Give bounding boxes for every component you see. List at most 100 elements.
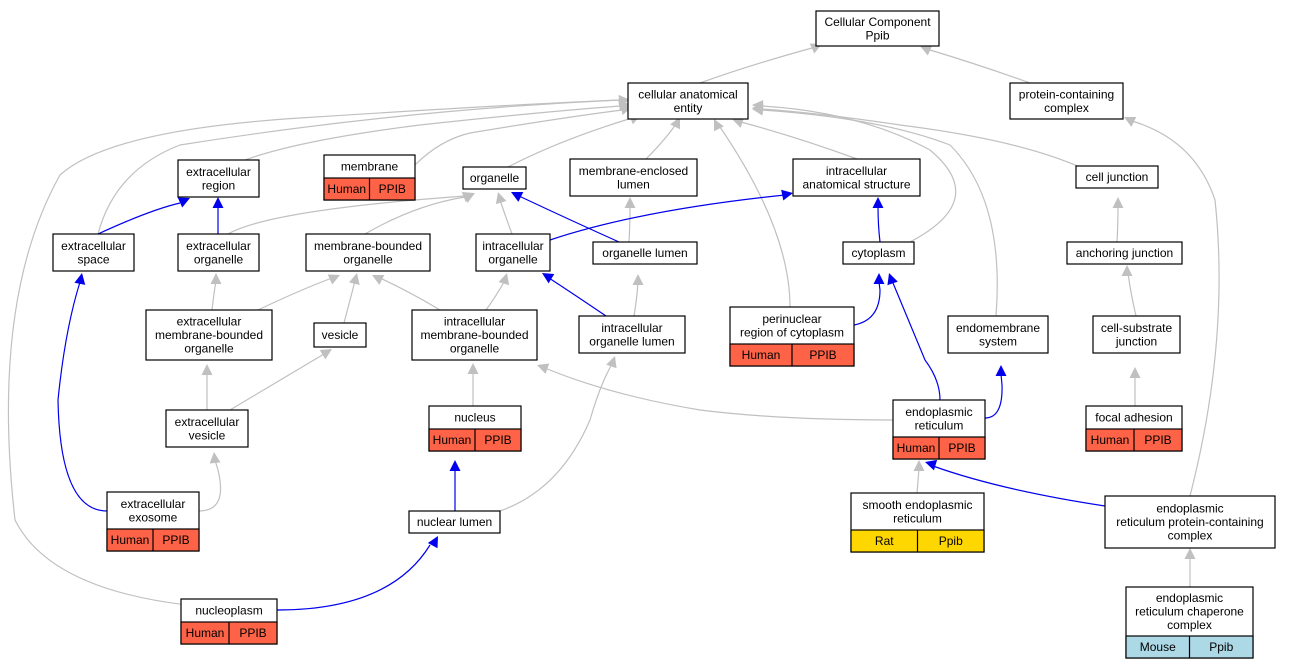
node-box bbox=[569, 158, 698, 197]
node-label: space bbox=[77, 252, 109, 266]
is-a-arrowhead bbox=[920, 45, 933, 56]
node-box bbox=[52, 233, 135, 272]
part-of-edge bbox=[984, 373, 1003, 419]
part-of-arrowhead bbox=[887, 273, 898, 286]
node-box bbox=[313, 322, 367, 348]
node-label: anchoring junction bbox=[1076, 246, 1173, 260]
node-label: perinuclear bbox=[762, 312, 821, 326]
node-box bbox=[411, 309, 538, 361]
is-a-arrowhead bbox=[1129, 367, 1141, 378]
is-a-edge bbox=[628, 204, 631, 243]
node-cj[interactable]: cell junction bbox=[1075, 165, 1159, 189]
node-box bbox=[792, 158, 921, 197]
part-of-edge bbox=[932, 465, 1106, 507]
node-label: extracellular bbox=[186, 239, 251, 253]
node-label: complex bbox=[1168, 529, 1213, 543]
edges-layer bbox=[7, 43, 1220, 611]
species-label: Human bbox=[742, 348, 781, 362]
node-label: membrane-bounded bbox=[314, 239, 422, 253]
is-a-arrowhead bbox=[670, 117, 680, 130]
is-a-arrowhead bbox=[348, 273, 360, 286]
gene-label: PPIB bbox=[948, 441, 975, 455]
is-a-edge bbox=[1116, 204, 1119, 243]
is-a-edge bbox=[257, 277, 333, 311]
is-a-edge bbox=[343, 280, 356, 324]
node-organelle[interactable]: organelle bbox=[462, 166, 527, 190]
is-a-arrowhead bbox=[319, 349, 332, 360]
part-of-arrowhead bbox=[177, 197, 190, 208]
node-ol[interactable]: organelle lumen bbox=[592, 241, 698, 265]
node-label: vesicle bbox=[322, 328, 359, 342]
gene-label: PPIB bbox=[379, 182, 406, 196]
node-box bbox=[145, 309, 273, 361]
is-a-arrowhead bbox=[624, 197, 636, 208]
part-of-edge bbox=[518, 195, 620, 243]
node-label: membrane bbox=[341, 160, 399, 174]
node-label: nucleus bbox=[454, 411, 495, 425]
node-label: Ppib bbox=[865, 28, 889, 42]
node-label: organelle bbox=[470, 171, 520, 185]
is-a-edge bbox=[364, 196, 466, 235]
node-label: cell junction bbox=[1086, 170, 1149, 184]
is-a-edge bbox=[485, 279, 506, 311]
node-box bbox=[1009, 82, 1124, 120]
is-a-arrowhead bbox=[913, 460, 925, 471]
node-box bbox=[475, 233, 551, 272]
is-a-edge bbox=[198, 459, 222, 512]
node-label: nucleoplasm bbox=[195, 604, 262, 618]
is-a-edge bbox=[507, 117, 633, 168]
node-box bbox=[177, 159, 260, 198]
node-label: endomembrane bbox=[956, 321, 1040, 335]
node-vesicle[interactable]: vesicle bbox=[313, 322, 367, 348]
is-a-arrowhead bbox=[495, 192, 507, 205]
is-a-arrowhead bbox=[1112, 197, 1124, 208]
part-of-arrowhead bbox=[74, 273, 86, 285]
node-aj[interactable]: anchoring junction bbox=[1066, 241, 1183, 265]
is-a-edge bbox=[499, 363, 613, 512]
is-a-edge bbox=[719, 126, 791, 308]
node-cyto[interactable]: cytoplasm bbox=[842, 241, 915, 265]
node-box bbox=[947, 315, 1049, 354]
node-label: membrane-bounded bbox=[420, 328, 528, 342]
is-a-arrowhead bbox=[606, 356, 617, 369]
node-label: endoplasmic bbox=[905, 405, 972, 419]
is-a-arrowhead bbox=[1124, 117, 1137, 127]
species-label: Human bbox=[1091, 433, 1130, 447]
gene-label: Ppib bbox=[1209, 640, 1233, 654]
is-a-edge bbox=[211, 280, 217, 311]
node-nl[interactable]: nuclear lumen bbox=[408, 510, 501, 534]
node-box bbox=[408, 510, 501, 534]
part-of-edge bbox=[548, 277, 607, 317]
is-a-arrowhead bbox=[537, 363, 550, 374]
is-a-edge bbox=[414, 109, 623, 166]
species-label: Human bbox=[327, 182, 366, 196]
is-a-edge bbox=[1131, 120, 1220, 497]
part-of-arrowhead bbox=[511, 192, 524, 202]
